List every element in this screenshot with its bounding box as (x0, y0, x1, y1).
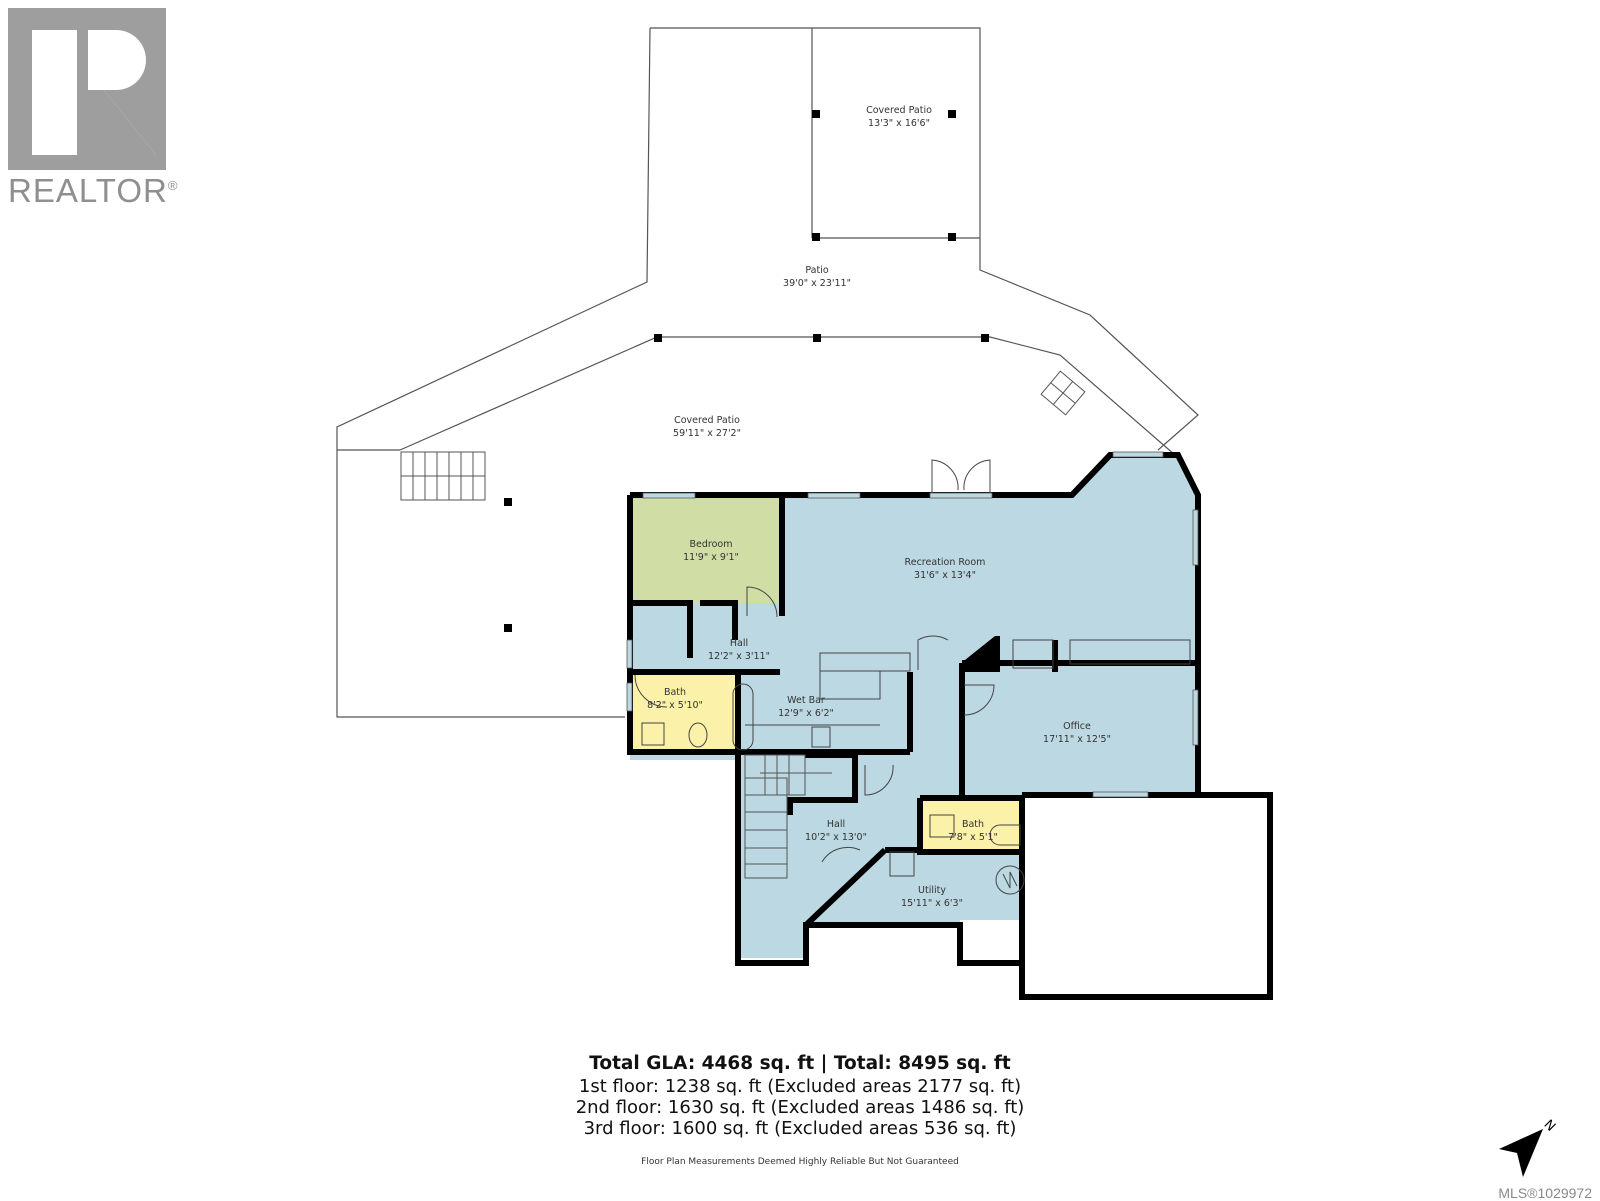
measurement-disclaimer: Floor Plan Measurements Deemed Highly Re… (641, 1157, 959, 1167)
room-name: Utility (918, 885, 946, 896)
room-name: Hall (729, 638, 749, 649)
patio-columns (504, 110, 989, 632)
room-name: Recreation Room (904, 557, 986, 568)
room-wet-bar: Wet Bar 12'9" x 6'2" (778, 694, 834, 720)
north-arrow-icon: N (1495, 1115, 1565, 1189)
floor-1-area: 1st floor: 1238 sq. ft (Excluded areas 2… (578, 1076, 1022, 1097)
mls-number: MLS®1029972 (1498, 1185, 1592, 1201)
room-utility: Utility 15'11" x 6'3" (901, 884, 963, 910)
realtor-logo: REALTOR® (8, 8, 179, 210)
total-area: Total GLA: 4468 sq. ft | Total: 8495 sq.… (589, 1053, 1011, 1074)
realtor-r-icon (8, 8, 166, 170)
room-name: Office (1063, 721, 1091, 732)
room-hall-lower: Hall 10'2" x 13'0" (805, 818, 867, 844)
room-dims: 7'8" x 5'1" (948, 832, 998, 843)
windows (626, 451, 1199, 798)
small-stairs (1040, 370, 1086, 416)
floor-3-area: 3rd floor: 1600 sq. ft (Excluded areas 5… (583, 1118, 1017, 1139)
room-dims: 59'11" x 27'2" (673, 428, 741, 439)
room-recreation-room: Recreation Room 31'6" x 13'4" (905, 556, 986, 582)
room-bath-1: Bath 8'2" x 5'10" (647, 686, 703, 712)
interior-stairs (744, 754, 832, 879)
room-covered-patio-small: Covered Patio 13'3" x 16'6" (866, 104, 932, 130)
room-dims: 12'2" x 3'11" (708, 651, 770, 662)
floor-2-area: 2nd floor: 1630 sq. ft (Excluded areas 1… (575, 1097, 1025, 1118)
area-summary: Total GLA: 4468 sq. ft | Total: 8495 sq.… (0, 1052, 1600, 1139)
room-name: Patio (805, 265, 829, 276)
svg-text:N: N (1541, 1117, 1558, 1134)
room-office: Office 17'11" x 12'5" (1043, 720, 1111, 746)
fixtures (634, 459, 1191, 895)
room-dims: 13'3" x 16'6" (868, 118, 930, 129)
room-dims: 10'2" x 13'0" (805, 832, 867, 843)
room-name: Wet Bar (787, 695, 825, 706)
room-hall-upper: Hall 12'2" x 3'11" (708, 637, 770, 663)
room-patio: Patio 39'0" x 23'11" (783, 264, 851, 290)
room-fills (630, 455, 1266, 992)
room-name: Hall (826, 819, 846, 830)
room-dims: 12'9" x 6'2" (778, 708, 834, 719)
room-dims: 17'11" x 12'5" (1043, 734, 1111, 745)
exterior-stairs (400, 451, 486, 501)
room-dims: 11'9" x 9'1" (683, 552, 739, 563)
room-covered-patio-large: Covered Patio 59'11" x 27'2" (673, 414, 741, 440)
realtor-wordmark: REALTOR® (8, 172, 179, 209)
room-dims: 31'6" x 13'4" (914, 570, 976, 581)
room-dims: 15'11" x 6'3" (901, 898, 963, 909)
room-name: Covered Patio (674, 415, 740, 426)
room-bath-2: Bath 7'8" x 5'1" (948, 818, 998, 844)
patio-outline (336, 27, 1199, 718)
room-dims: 8'2" x 5'10" (647, 700, 703, 711)
room-name: Covered Patio (866, 105, 932, 116)
room-name: Bedroom (689, 539, 733, 550)
room-name: Bath (663, 687, 687, 698)
room-dims: 39'0" x 23'11" (783, 278, 851, 289)
room-bedroom: Bedroom 11'9" x 9'1" (683, 538, 739, 564)
room-name: Bath (961, 819, 985, 830)
